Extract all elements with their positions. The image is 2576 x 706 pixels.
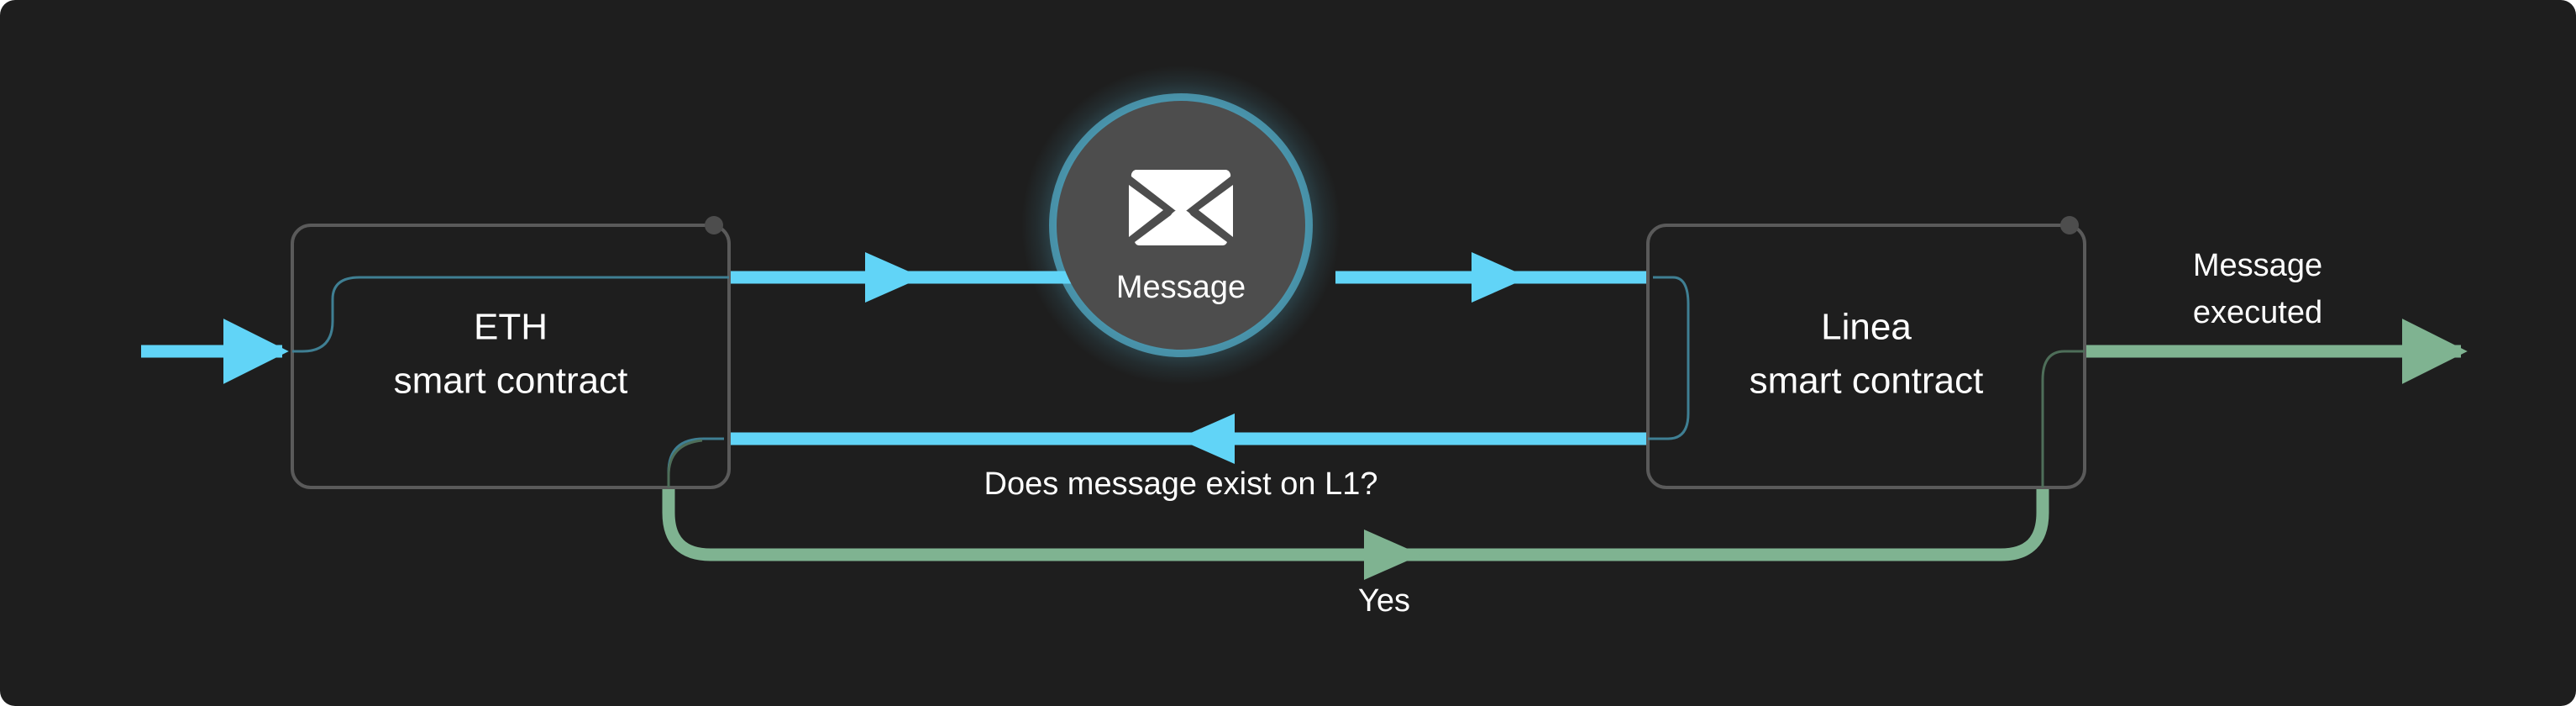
linea-node-label-line1: Linea [1821,307,1912,348]
eth-inner-green-route [667,439,703,487]
message-to-linea-edge [1335,252,1653,303]
envelope-icon [1129,170,1233,245]
eth-inner-blue-route [292,276,729,353]
eth-to-message-arrowhead [865,252,922,303]
linea-inner-green-route [2041,350,2085,487]
eth-node-label-line2: smart contract [394,361,628,402]
yes-loop-arrowhead [1364,530,1421,580]
node-message[interactable]: Message [1021,66,1340,385]
message-glow-ring [1049,93,1313,357]
message-to-linea-arrowhead [1472,252,1529,303]
eth-node-connector-dot [705,216,723,234]
linea-inner-blue-route [1648,276,1690,440]
linea-node-connector-dot [2060,216,2079,234]
linea-to-eth-query-edge [724,414,1653,464]
eth-node-label-line1: ETH [474,307,548,348]
message-circle-label: Message [1116,270,1246,305]
yes-loop-label: Yes [1358,583,1410,619]
message-executed-label-line2: executed [2193,295,2322,330]
linea-node-label-line2: smart contract [1750,361,1984,402]
linea-node-inner-routes [1648,276,2085,487]
eth-node-box[interactable] [291,224,731,489]
message-executed-label-line1: Message [2193,248,2322,283]
linea-node-box[interactable] [1646,224,2086,489]
node-linea-smart-contract[interactable]: Linea smart contract [1646,216,2086,498]
query-edge-label: Does message exist on L1? [984,466,1378,502]
eth-node-inner-routes [292,276,729,487]
query-edge-arrowhead [1178,414,1235,464]
yes-loop-edge [662,487,2049,580]
node-eth-smart-contract[interactable]: ETH smart contract [282,216,731,498]
yes-loop-path [662,487,2049,561]
